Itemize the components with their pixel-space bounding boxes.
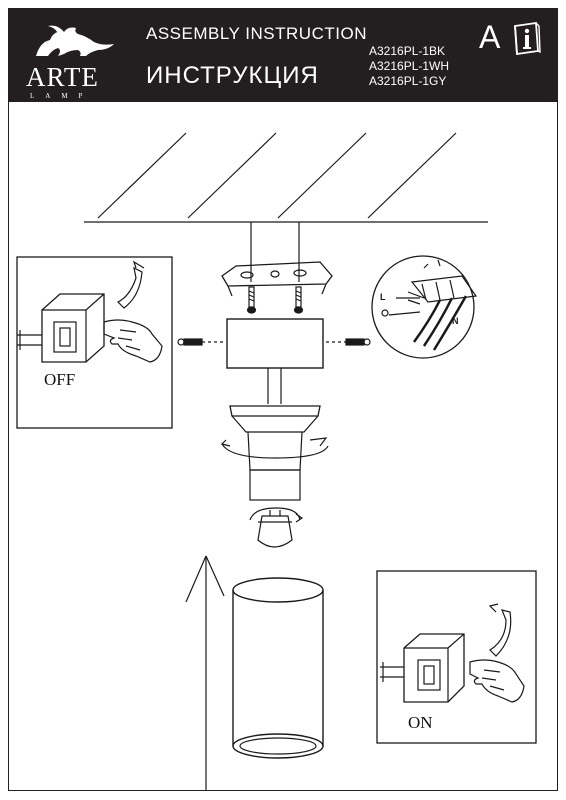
hand-pressing-icon xyxy=(469,659,525,703)
model-code: A3216PL-1BK xyxy=(369,44,446,58)
brand-name: ARTE xyxy=(26,62,99,92)
ceiling-hatch xyxy=(84,132,488,223)
wall-switch-off xyxy=(17,293,105,363)
up-arrow xyxy=(185,555,225,790)
on-label: ON xyxy=(408,713,433,732)
wiring-detail xyxy=(371,255,478,359)
hand-pressing-icon xyxy=(103,319,163,363)
rotate-arrow-icon xyxy=(488,603,512,657)
brand-lion-logo xyxy=(36,25,114,56)
switch-on-panel xyxy=(376,570,537,744)
rotate-arrow-icon xyxy=(116,260,145,309)
mounting-screw xyxy=(246,286,257,314)
off-label: OFF xyxy=(44,370,76,389)
gu10-bulb xyxy=(249,507,304,548)
ceiling-canopy xyxy=(226,318,324,369)
wire-neutral-label: N xyxy=(452,316,459,326)
instruction-frame xyxy=(8,102,558,791)
switch-off-panel xyxy=(16,256,173,429)
wire-live-label: L xyxy=(380,292,386,302)
header-banner: ARTE LAMP ASSEMBLY INSTRUCTION ИНСТРУКЦИ… xyxy=(8,8,558,102)
lamp-holder xyxy=(220,405,329,501)
model-list: A3216PL-1BK A3216PL-1WH A3216PL-1GY xyxy=(369,44,449,89)
title-russian: ИНСТРУКЦИЯ xyxy=(146,62,319,89)
side-screw-right xyxy=(326,338,371,346)
brand-subtitle: LAMP xyxy=(30,92,94,100)
model-code: A3216PL-1GY xyxy=(369,74,447,88)
wall-switch-on xyxy=(380,633,465,703)
language-letter: A xyxy=(479,19,501,55)
cylinder-shade xyxy=(232,577,324,759)
title-english: ASSEMBLY INSTRUCTION xyxy=(146,24,367,43)
mounting-screw xyxy=(293,286,304,314)
side-screw-left xyxy=(177,338,224,346)
mounting-bracket xyxy=(221,222,333,297)
info-book-icon xyxy=(514,21,541,56)
model-code: A3216PL-1WH xyxy=(369,59,450,73)
